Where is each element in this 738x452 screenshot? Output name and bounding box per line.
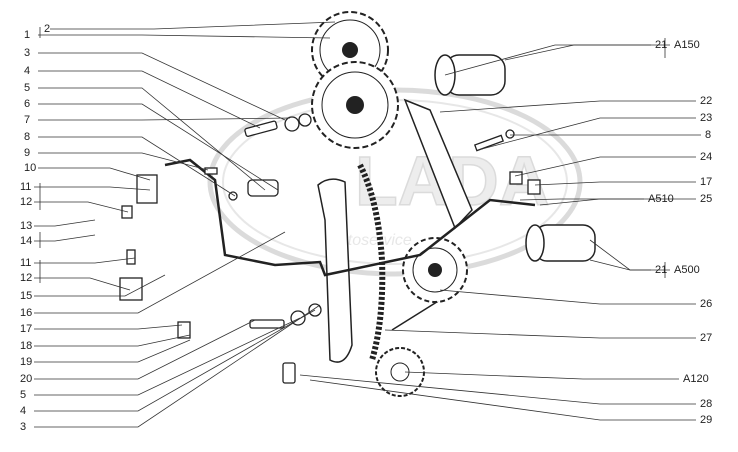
callout-label-left: 19	[20, 356, 33, 368]
leader-line	[38, 34, 331, 39]
callout-label-left: 6	[24, 98, 31, 110]
callout-label-left: 4	[24, 65, 31, 77]
leader-line	[50, 21, 336, 30]
leader-line	[34, 319, 256, 380]
callout-label-left: 12	[20, 272, 33, 284]
callout-label-right: A510	[648, 193, 674, 205]
callout-label-left: 7	[24, 114, 31, 126]
leader-line	[34, 339, 191, 363]
leader-line	[309, 379, 696, 421]
callout-label-left: 16	[20, 307, 33, 319]
watermark-subtext: autoservice	[330, 232, 412, 249]
leader-line	[504, 44, 670, 61]
leader-line	[384, 329, 696, 339]
callout-label-left: 20	[20, 373, 33, 385]
callout-label-right: 21	[655, 264, 668, 276]
leader-line	[539, 198, 696, 206]
callout-label-left: 9	[24, 147, 31, 159]
leader-line	[534, 181, 696, 186]
callout-label-left: 10	[24, 162, 37, 174]
callout-label-left: 15	[20, 290, 33, 302]
callout-label-right: 25	[700, 193, 713, 205]
leader-line	[34, 334, 191, 347]
leader-line	[38, 167, 151, 181]
leader-line	[38, 136, 236, 197]
label-brackets	[39, 27, 666, 283]
leader-line	[404, 371, 679, 380]
callout-label-left: 11	[20, 257, 32, 269]
callout-label-right: 27	[700, 332, 713, 344]
leader-line	[589, 259, 670, 271]
callout-label-left: 17	[20, 323, 33, 335]
leader-line	[34, 309, 316, 412]
callout-label-right: A150	[674, 39, 700, 51]
leader-line	[34, 274, 166, 297]
callout-label-left: 3	[20, 421, 27, 433]
leader-line	[439, 289, 696, 305]
leader-line	[34, 231, 286, 314]
callout-label-right: 8	[705, 129, 712, 141]
leader-line	[34, 257, 136, 264]
leader-line	[34, 277, 131, 291]
leader-line	[34, 201, 129, 213]
right-leader-lines	[299, 44, 701, 421]
callout-label-right: 24	[700, 151, 713, 163]
callout-label-left: 3	[24, 47, 31, 59]
callout-label-left: 8	[24, 131, 31, 143]
leader-line	[38, 152, 209, 171]
chain-assembly	[317, 98, 473, 363]
leader-line	[34, 219, 96, 227]
callout-label-left: 2	[44, 23, 51, 35]
leader-line	[34, 317, 301, 396]
callout-label-left: 11	[20, 181, 32, 193]
callout-label-right: 22	[700, 95, 713, 107]
small-parts	[119, 113, 541, 384]
callout-label-left: 5	[24, 82, 31, 94]
callout-label-right: 29	[700, 414, 713, 426]
callout-label-right: 26	[700, 298, 713, 310]
leader-line	[439, 100, 696, 113]
callout-label-left: 13	[20, 220, 33, 232]
oil-pipe	[164, 158, 536, 277]
leader-line	[477, 117, 696, 151]
leader-line	[299, 374, 696, 405]
callout-label-left: 12	[20, 196, 33, 208]
leader-line	[514, 156, 696, 177]
sprocket-crankshaft	[375, 347, 425, 397]
leader-line	[34, 324, 183, 330]
callout-label-left: 18	[20, 340, 33, 352]
leader-line	[38, 52, 286, 121]
callout-label-right: 21	[655, 39, 668, 51]
leader-line	[589, 239, 651, 271]
sprocket-camshaft	[311, 61, 399, 149]
callout-label-left: 4	[20, 405, 27, 417]
leader-line	[34, 186, 151, 191]
tensioner-a500	[525, 224, 596, 262]
callout-label-right: 23	[700, 112, 713, 124]
leader-line	[34, 234, 96, 242]
callout-label-left: 14	[20, 235, 33, 247]
callout-label-left: 1	[24, 29, 31, 41]
sprocket-intermediate	[402, 237, 468, 303]
callout-label-right: 17	[700, 176, 713, 188]
left-leader-lines	[34, 21, 336, 428]
leader-line	[38, 103, 279, 191]
leader-line	[38, 70, 261, 129]
callout-label-left: 5	[20, 389, 27, 401]
callout-label-right: A500	[674, 264, 700, 276]
leader-line	[38, 117, 291, 121]
callout-label-right: 28	[700, 398, 713, 410]
callout-label-right: A120	[683, 373, 709, 385]
leader-line	[34, 304, 321, 428]
